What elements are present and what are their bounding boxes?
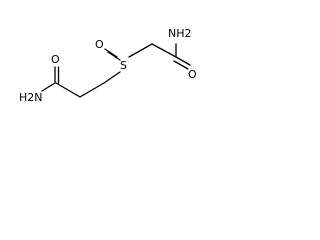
sulfur-atom: S xyxy=(120,59,127,72)
bond-c-o-right-2 xyxy=(173,60,189,70)
bond-c1-c2-left xyxy=(55,82,81,98)
bonds xyxy=(41,43,191,98)
bond-c-n-left xyxy=(41,82,56,92)
bond-c-o-right-1 xyxy=(175,56,191,66)
bond-s-o-1 xyxy=(107,51,121,61)
amide-nitrogen-left: H2N xyxy=(19,91,43,104)
atom-labels: H2N O S O NH2 O xyxy=(19,27,197,104)
amide-nitrogen-right: NH2 xyxy=(168,27,192,40)
bond-c2-c3-left xyxy=(79,82,105,98)
bond-c1-c2-right xyxy=(151,43,177,58)
sulfoxide-oxygen: O xyxy=(95,38,104,51)
amide-oxygen-right: O xyxy=(188,68,197,81)
bond-c3-s xyxy=(103,71,121,84)
chemical-structure: H2N O S O NH2 O xyxy=(0,0,204,116)
structure-drawing: H2N O S O NH2 O xyxy=(19,27,197,104)
bond-s-o-2 xyxy=(104,48,118,58)
bond-s-c1-right xyxy=(128,43,153,58)
amide-oxygen-left: O xyxy=(51,53,60,66)
